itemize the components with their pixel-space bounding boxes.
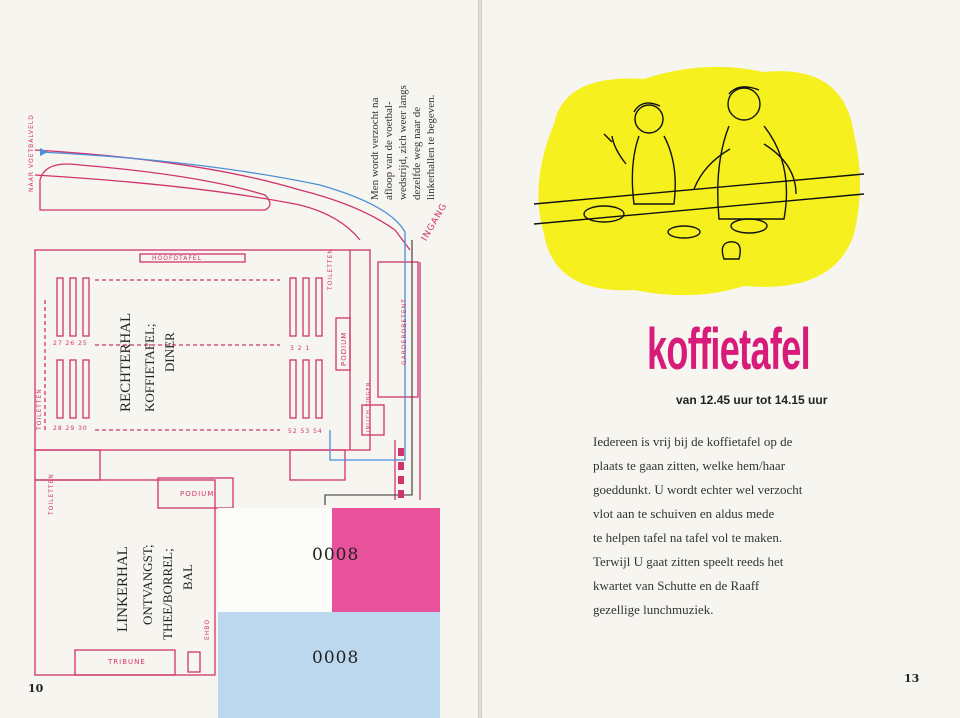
linkerhal-title: LINKERHAL — [115, 546, 131, 632]
time-subtitle: van 12.45 uur tot 14.15 uur — [676, 393, 828, 407]
toiletten-label-top: TOILETTEN — [327, 248, 334, 290]
rechterhal-title: RECHTERHAL — [118, 312, 134, 412]
rechterhal-outline — [34, 249, 371, 451]
right-page: koffietafel van 12.45 uur tot 14.15 uur … — [482, 0, 960, 718]
toiletten-label-left: TOILETTEN — [36, 388, 43, 430]
left-page: NAAR VOETBALVELD INGANG HOOFDTAFEL TOILE… — [0, 0, 478, 718]
inlichtingen-box — [361, 404, 385, 436]
body-line: te helpen tafel na tafel vol te maken. — [593, 530, 783, 545]
body-line: gezellige lunchmuziek. — [593, 602, 714, 617]
table-numbers-bottom-right: 52 53 54 — [288, 428, 323, 435]
island-shape — [39, 163, 271, 211]
table-numbers-top-left: 27 26 25 — [53, 340, 88, 347]
tribune-label: TRIBUNE — [108, 658, 146, 666]
garderobe-outline — [377, 261, 419, 398]
ticket-number-pink: 0008 — [312, 545, 360, 565]
linkerhal-line-2: THEE/BORREL; — [160, 548, 175, 640]
body-line: vlot aan te schuiven en aldus mede — [593, 506, 775, 521]
side-note: Men wordt verzocht na afloop van de voet… — [368, 85, 438, 200]
ehbo-label: EHBO — [204, 618, 211, 640]
podium-lower-box — [157, 477, 234, 509]
side-note-line: dezelfde weg naar de — [411, 106, 423, 200]
tribune-box — [74, 649, 176, 676]
linkerhal-line-1: ONTVANGST; — [140, 544, 155, 625]
illustration-blob — [534, 66, 864, 296]
table-numbers-bottom-left: 28 29 30 — [53, 425, 88, 432]
ticket-pink — [332, 508, 440, 613]
arrow-icon — [40, 148, 48, 156]
hoofdtafel-box — [139, 253, 246, 263]
table-numbers-top-right: 3 2 1 — [290, 345, 311, 352]
body-line: plaats te gaan zitten, welke hem/haar — [593, 458, 786, 473]
page-title: koffietafel — [647, 317, 811, 382]
illustration-people — [534, 86, 864, 260]
inlichtingen-label: INLICH TINGEN — [366, 381, 372, 432]
ticket-blue — [218, 612, 440, 718]
side-note-line: linkerhallen te begeven. — [425, 94, 437, 200]
garderobetent-label: GARDEROBETENT — [401, 298, 408, 365]
body-line: Terwijl U gaat zitten speelt reeds het — [593, 554, 784, 569]
route-line-black — [324, 240, 413, 505]
ticket-white — [218, 508, 333, 613]
body-paragraph: Iedereen is vrij bij de koffietafel op d… — [593, 430, 883, 622]
naar-voetbalveld-label: NAAR VOETBALVELD — [28, 114, 35, 192]
side-note-line: afloop van de voetbal- — [383, 101, 395, 200]
podium-label-lower: PODIUM — [180, 490, 215, 498]
hoofdtafel-label: HOOFDTAFEL — [152, 255, 202, 262]
ticket-number-blue: 0008 — [312, 648, 360, 668]
page-number-left: 10 — [28, 682, 44, 695]
book-gutter — [478, 0, 482, 718]
floor-plan-map — [34, 148, 421, 676]
body-line: kwartet van Schutte en de Raaff — [593, 578, 760, 593]
side-note-line: wedstrijd, zich weer langs — [397, 85, 409, 200]
rechterhal-line-1: KOFFIETAFEL; — [142, 323, 157, 412]
toiletten-label-lower: TOILETTEN — [48, 473, 55, 515]
podium-label-right: PODIUM — [340, 331, 348, 366]
body-line: Iedereen is vrij bij de koffietafel op d… — [593, 434, 793, 449]
body-line: goeddunkt. U wordt echter wel verzocht — [593, 482, 803, 497]
side-note-line: Men wordt verzocht na — [369, 97, 381, 200]
linkerhal-line-3: BAL — [180, 564, 195, 590]
route-line-blue — [39, 151, 406, 461]
road-line-2 — [34, 174, 361, 241]
rechterhal-line-2: DINER — [162, 332, 177, 372]
road-line — [34, 149, 411, 251]
page-number-right: 13 — [904, 672, 920, 685]
